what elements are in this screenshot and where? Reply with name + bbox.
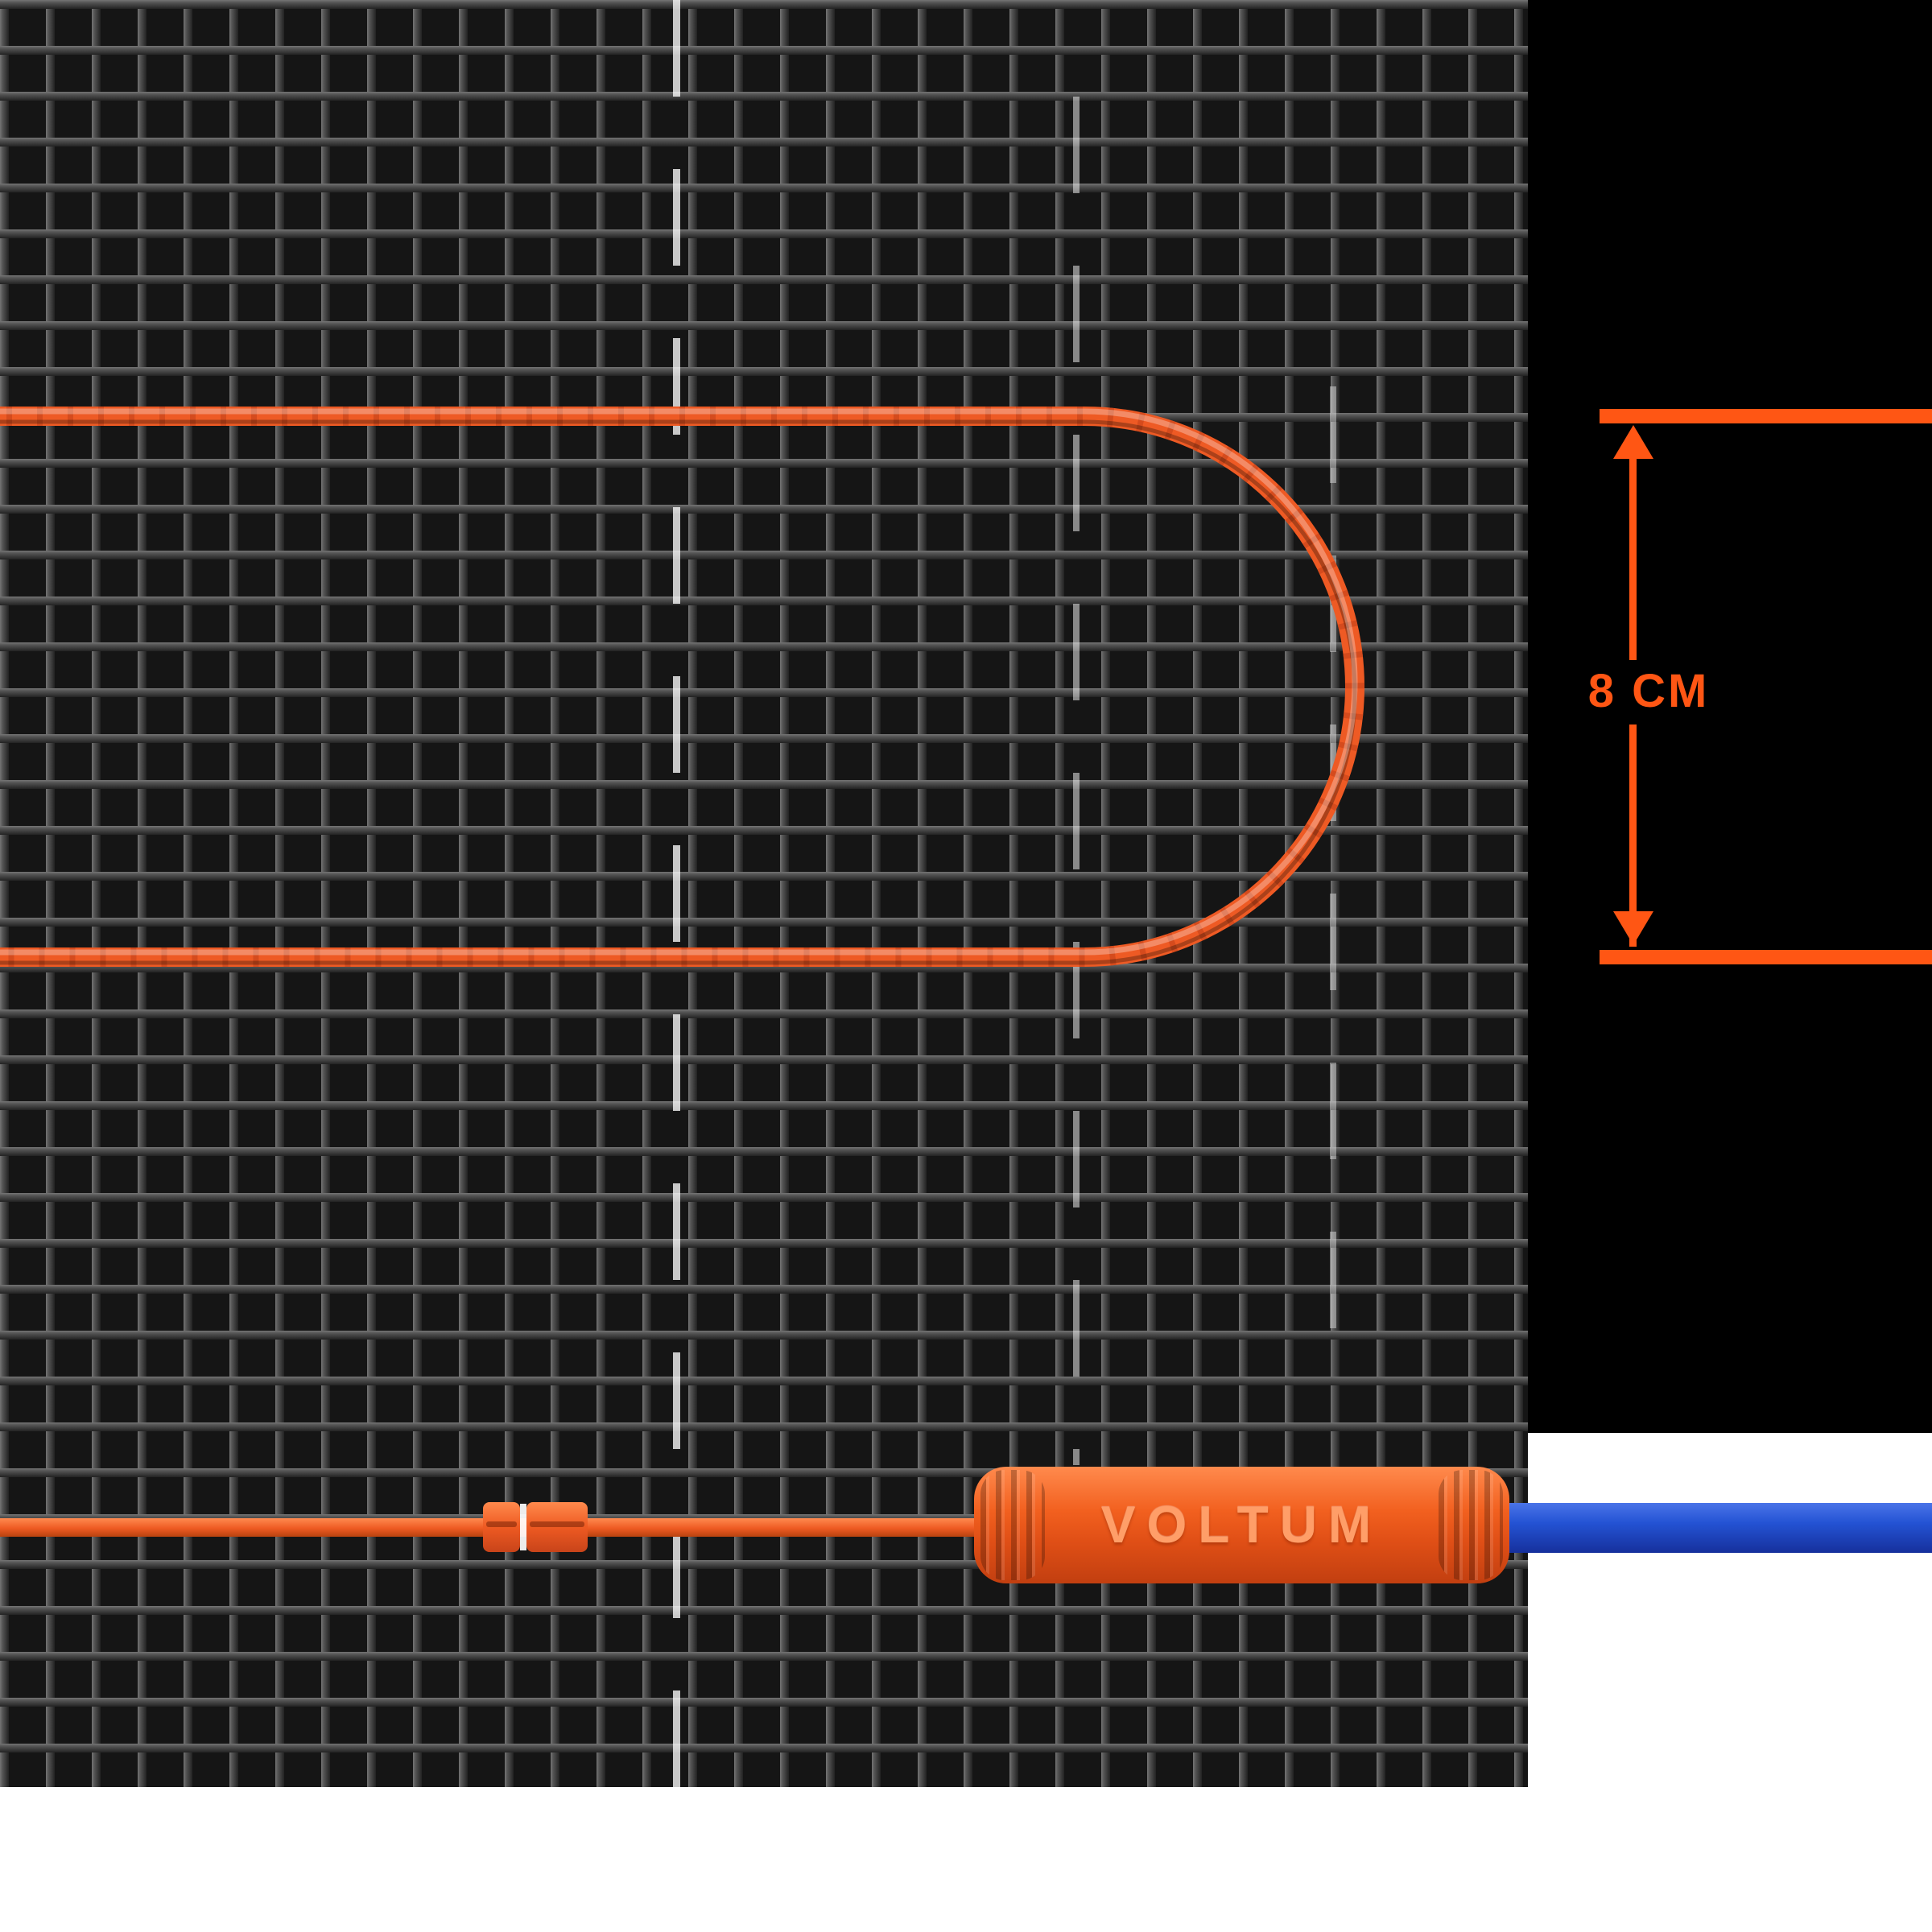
dimension-line-lower <box>1629 724 1637 947</box>
arrow-up-icon <box>1613 425 1653 459</box>
mesh-sheen-streak <box>1330 386 1336 1393</box>
backdrop-panel <box>1528 0 1932 1433</box>
sleeve-ribs-right <box>1439 1470 1503 1580</box>
brand-label: VOLTUM <box>1100 1496 1383 1554</box>
cable-splice-clip-left <box>483 1502 520 1552</box>
arrow-down-icon <box>1613 911 1653 945</box>
power-cord <box>1493 1503 1932 1553</box>
connector-sleeve: VOLTUM <box>974 1467 1509 1583</box>
mesh-sheen-streak <box>1073 97 1080 1465</box>
sleeve-ribs-left <box>980 1470 1045 1580</box>
splice-gap <box>520 1504 526 1550</box>
dimension-extension-line-bottom <box>1600 950 1932 964</box>
cable-splice-clip-right <box>526 1502 588 1552</box>
dimension-line-upper <box>1629 435 1637 660</box>
dimension-label: 8 CM <box>1587 665 1710 717</box>
dimension-extension-line-top <box>1600 409 1932 423</box>
